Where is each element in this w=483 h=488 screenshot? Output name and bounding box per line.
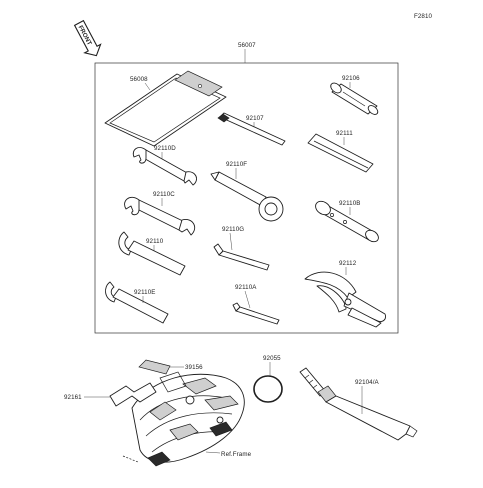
frame-assembly-ref bbox=[122, 371, 245, 467]
handle-92106 bbox=[330, 82, 379, 115]
label-92110B: 92110B bbox=[339, 200, 360, 207]
label-92112: 92112 bbox=[339, 260, 357, 267]
label-56007: 56007 bbox=[238, 42, 256, 49]
hex-key-92110G bbox=[213, 243, 270, 271]
grease-tube-92104A bbox=[299, 367, 418, 441]
label-92107: 92107 bbox=[246, 115, 264, 122]
damper-92161 bbox=[109, 382, 157, 407]
label-92110C: 92110C bbox=[153, 191, 175, 198]
tool-kit-box bbox=[94, 62, 399, 334]
label-92104A: 92104/A bbox=[355, 379, 380, 386]
wrench-92110D bbox=[132, 147, 197, 186]
label-92110: 92110 bbox=[146, 238, 164, 245]
box-wrench-92110F bbox=[210, 171, 284, 222]
hex-key-92110A bbox=[232, 302, 280, 325]
label-92161: 92161 bbox=[64, 394, 82, 401]
label-92055: 92055 bbox=[263, 355, 281, 362]
label-92110D: 92110D bbox=[154, 145, 176, 152]
pliers-92112 bbox=[304, 271, 386, 328]
label-56008: 56008 bbox=[130, 76, 148, 83]
hook-spanner-92110 bbox=[118, 231, 186, 276]
front-arrow-icon: FRONT bbox=[73, 19, 102, 57]
extension-bar-92111 bbox=[307, 133, 374, 173]
hook-spanner-92110E bbox=[105, 281, 169, 324]
label-92106: 92106 bbox=[342, 75, 360, 82]
box-spanner-92110B bbox=[315, 200, 379, 243]
figure-id: F2810 bbox=[414, 13, 433, 20]
label-92110G: 92110G bbox=[222, 226, 244, 233]
label-92110F: 92110F bbox=[226, 161, 247, 168]
label-39156: 39156 bbox=[185, 364, 203, 371]
wrench-92110C bbox=[124, 196, 196, 236]
tool-bag-56008 bbox=[104, 70, 227, 147]
label-92110E: 92110E bbox=[134, 289, 155, 296]
screwdriver-92107 bbox=[217, 112, 286, 146]
o-ring-92055 bbox=[253, 375, 283, 403]
label-92110A: 92110A bbox=[235, 284, 257, 291]
label-92111: 92111 bbox=[336, 130, 353, 137]
label-ref-frame: Ref.Frame bbox=[221, 451, 252, 458]
pad-39156 bbox=[138, 359, 171, 375]
